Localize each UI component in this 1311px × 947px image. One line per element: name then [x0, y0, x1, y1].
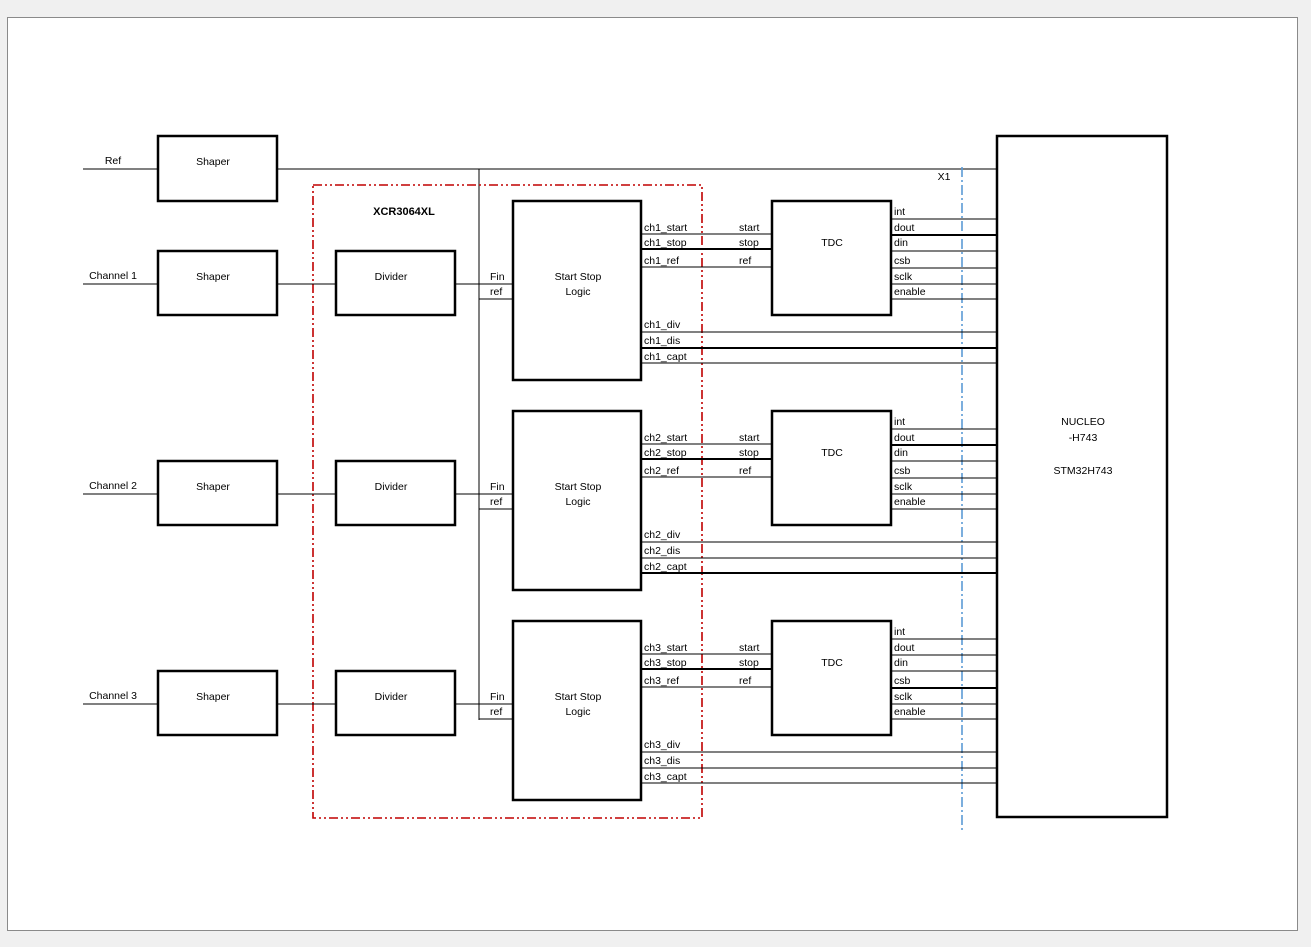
pin-enable-label: enable — [894, 496, 926, 508]
channel-2: Channel 2 Shaper Divider Fin ref Start S… — [83, 409, 997, 592]
ssl-label-line2: Logic — [565, 496, 590, 508]
ssl-label-line2: Logic — [565, 286, 590, 298]
pin-sclk-label: sclk — [894, 271, 913, 283]
tdc-start-label: start — [739, 222, 760, 234]
start-stop-logic-block — [511, 619, 643, 802]
fpga-label: XCR3064XL — [373, 206, 435, 218]
ssl-label-line1: Start Stop — [555, 481, 602, 493]
pin-csb-label: csb — [894, 465, 911, 477]
pin-din-label: din — [894, 447, 908, 459]
tdc-label: TDC — [821, 657, 843, 669]
divider-label: Divider — [375, 691, 408, 703]
ref-input-label: Ref — [105, 155, 121, 167]
sig-dis-label: ch2_dis — [644, 545, 680, 557]
pin-int-label: int — [894, 626, 905, 638]
ref-shaper-block — [156, 134, 279, 203]
divider-label: Divider — [375, 481, 408, 493]
ssl-ref-label: ref — [490, 496, 502, 508]
sig-start-label: ch1_start — [644, 222, 687, 234]
pin-din-label: din — [894, 657, 908, 669]
ref-section: Ref Shaper X1 — [83, 134, 997, 720]
pin-int-label: int — [894, 206, 905, 218]
channel-input-label: Channel 2 — [89, 480, 137, 492]
shaper-label: Shaper — [196, 691, 230, 703]
tdc-stop-label: stop — [739, 447, 759, 459]
pin-int-label: int — [894, 416, 905, 428]
sig-ref-label: ch3_ref — [644, 675, 679, 687]
sig-div-label: ch3_div — [644, 739, 681, 751]
sig-stop-label: ch2_stop — [644, 447, 687, 459]
ref-shaper-label: Shaper — [196, 156, 230, 168]
pin-sclk-label: sclk — [894, 691, 913, 703]
channel-3: Channel 3 Shaper Divider Fin ref Start S… — [83, 619, 997, 802]
fin-label: Fin — [490, 271, 505, 283]
tdc-block — [770, 409, 893, 527]
ssl-label-line2: Logic — [565, 706, 590, 718]
ssl-label-line1: Start Stop — [555, 271, 602, 283]
channel-input-label: Channel 3 — [89, 690, 137, 702]
sig-ref-label: ch2_ref — [644, 465, 679, 477]
tdc-start-label: start — [739, 642, 760, 654]
tdc-label: TDC — [821, 237, 843, 249]
tdc-label: TDC — [821, 447, 843, 459]
sig-dis-label: ch3_dis — [644, 755, 680, 767]
fin-label: Fin — [490, 481, 505, 493]
pin-csb-label: csb — [894, 255, 911, 267]
sig-dis-label: ch1_dis — [644, 335, 680, 347]
divider-block — [334, 669, 457, 737]
mcu-block — [995, 134, 1169, 819]
pin-dout-label: dout — [894, 222, 915, 234]
divider-block — [334, 249, 457, 317]
tdc-stop-label: stop — [739, 657, 759, 669]
pin-csb-label: csb — [894, 675, 911, 687]
tdc-ref-label: ref — [739, 675, 751, 687]
tdc-start-label: start — [739, 432, 760, 444]
mcu-label-line3: STM32H743 — [1054, 465, 1113, 477]
tdc-block — [770, 199, 893, 317]
ssl-ref-label: ref — [490, 286, 502, 298]
ssl-ref-label: ref — [490, 706, 502, 718]
sig-capt-label: ch3_capt — [644, 771, 687, 783]
sig-div-label: ch2_div — [644, 529, 681, 541]
mcu-label-line2: -H743 — [1069, 432, 1098, 444]
sig-start-label: ch3_start — [644, 642, 687, 654]
pin-enable-label: enable — [894, 286, 926, 298]
tdc-ref-label: ref — [739, 255, 751, 267]
divider-block — [334, 459, 457, 527]
shaper-block — [156, 249, 279, 317]
sig-start-label: ch2_start — [644, 432, 687, 444]
pin-sclk-label: sclk — [894, 481, 913, 493]
divider-label: Divider — [375, 271, 408, 283]
sig-div-label: ch1_div — [644, 319, 681, 331]
connector-label: X1 — [938, 171, 951, 183]
sig-ref-label: ch1_ref — [644, 255, 679, 267]
fin-label: Fin — [490, 691, 505, 703]
sig-stop-label: ch3_stop — [644, 657, 687, 669]
shaper-label: Shaper — [196, 481, 230, 493]
shaper-block — [156, 669, 279, 737]
channel-1: Channel 1 Shaper Divider Fin ref Start S… — [83, 199, 997, 382]
sig-capt-label: ch2_capt — [644, 561, 687, 573]
tdc-block — [770, 619, 893, 737]
start-stop-logic-block — [511, 199, 643, 382]
shaper-block — [156, 459, 279, 527]
fpga-boundary — [312, 184, 703, 819]
pin-enable-label: enable — [894, 706, 926, 718]
pin-dout-label: dout — [894, 432, 915, 444]
shaper-label: Shaper — [196, 271, 230, 283]
mcu-label-line1: NUCLEO — [1061, 416, 1105, 428]
pin-din-label: din — [894, 237, 908, 249]
channel-input-label: Channel 1 — [89, 270, 137, 282]
tdc-ref-label: ref — [739, 465, 751, 477]
pin-dout-label: dout — [894, 642, 915, 654]
sig-capt-label: ch1_capt — [644, 351, 687, 363]
tdc-stop-label: stop — [739, 237, 759, 249]
ssl-label-line1: Start Stop — [555, 691, 602, 703]
sig-stop-label: ch1_stop — [644, 237, 687, 249]
start-stop-logic-block — [511, 409, 643, 592]
